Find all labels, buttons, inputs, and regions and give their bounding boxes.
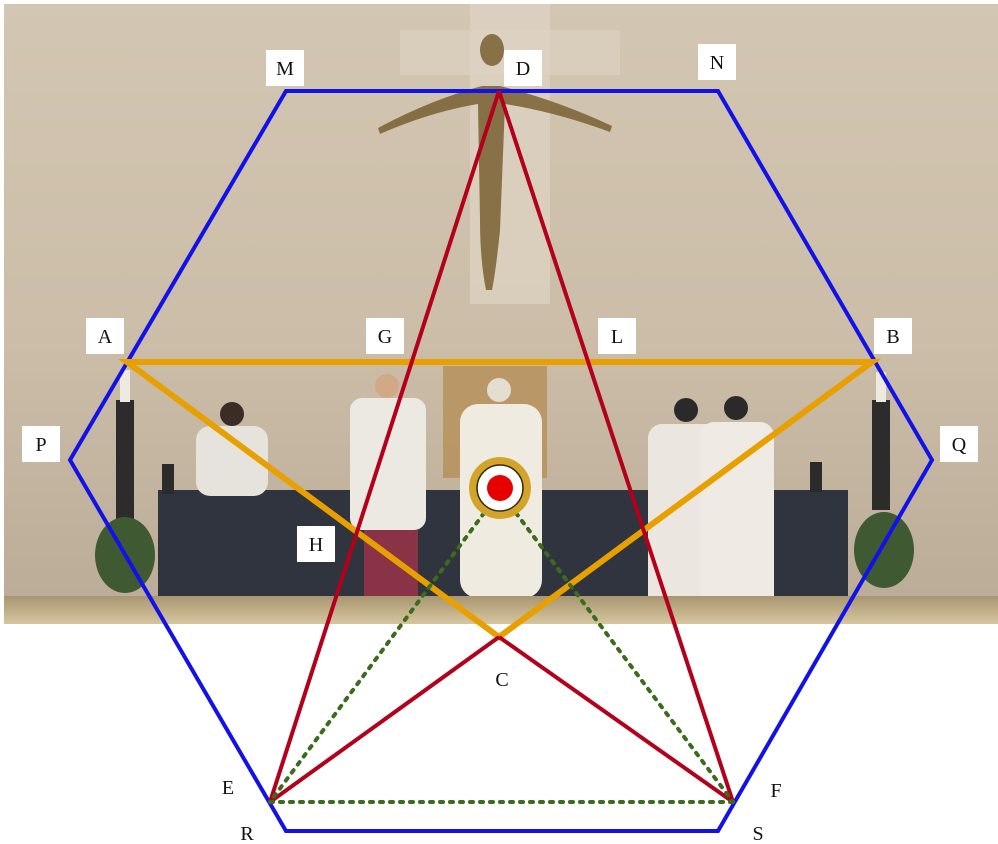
svg-text:Q: Q — [952, 434, 967, 456]
label-m: M — [266, 50, 304, 86]
svg-text:P: P — [35, 434, 46, 456]
label-s: S — [752, 823, 763, 844]
label-d: D — [504, 50, 542, 86]
svg-text:B: B — [886, 326, 899, 348]
svg-text:N: N — [710, 52, 724, 74]
svg-text:D: D — [516, 58, 530, 80]
label-e: E — [222, 777, 234, 799]
svg-text:G: G — [378, 326, 392, 348]
target-point — [469, 457, 531, 519]
svg-text:H: H — [309, 534, 323, 556]
label-a: A — [86, 318, 124, 354]
label-h: H — [297, 526, 335, 562]
label-c: C — [495, 669, 508, 691]
svg-text:A: A — [98, 326, 113, 348]
target-center-dot — [487, 475, 513, 501]
label-b: B — [874, 318, 912, 354]
label-q: Q — [940, 426, 978, 462]
label-r: R — [240, 823, 254, 844]
label-n: N — [698, 44, 736, 80]
label-g: G — [366, 318, 404, 354]
svg-text:L: L — [611, 326, 623, 348]
line-c-f — [499, 637, 733, 802]
label-l: L — [598, 318, 636, 354]
line-c-e — [270, 637, 499, 802]
label-f: F — [770, 780, 781, 802]
svg-text:M: M — [276, 58, 294, 80]
label-p: P — [22, 426, 60, 462]
